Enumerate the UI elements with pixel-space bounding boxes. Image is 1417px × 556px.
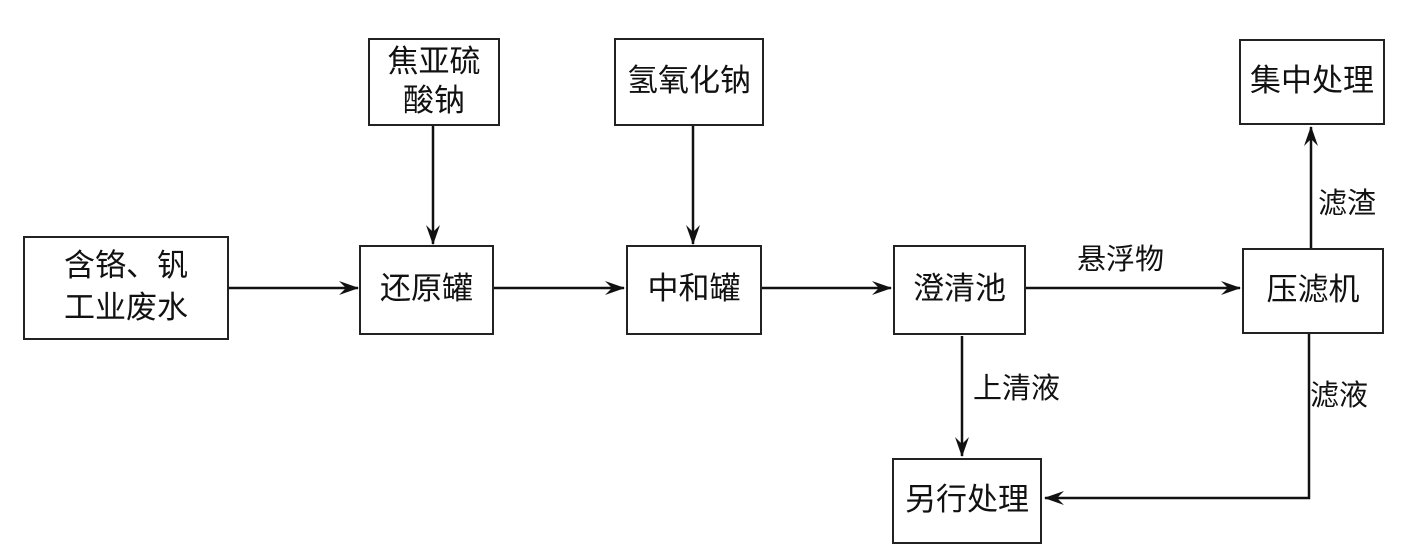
clarifier-box: 澄清池: [893, 245, 1026, 335]
reducer-reagent-line2: 酸钠: [403, 83, 465, 119]
reducer-reagent-box: 焦亚硫 酸钠: [368, 38, 500, 126]
neutralization-tank-box: 中和罐: [626, 245, 762, 335]
neutralization-tank-label: 中和罐: [647, 271, 741, 308]
central-treatment-label: 集中处理: [1250, 63, 1374, 100]
arrow-filter-press-to-other-treatment: [1044, 334, 1311, 505]
central-treatment-box: 集中处理: [1239, 39, 1385, 125]
filter-press-box: 压滤机: [1242, 248, 1384, 334]
reduction-tank-box: 还原罐: [359, 245, 494, 335]
filter-press-label: 压滤机: [1266, 272, 1360, 309]
reducer-reagent-line1: 焦亚硫: [387, 44, 481, 81]
supernatant-label: 上清液: [973, 371, 1061, 405]
wastewater-line1: 含铬、钒: [64, 248, 188, 285]
naoh-label: 氢氧化钠: [627, 63, 751, 100]
naoh-box: 氢氧化钠: [614, 38, 764, 126]
other-treatment-box: 另行处理: [892, 458, 1042, 544]
reduction-tank-label: 还原罐: [380, 271, 473, 308]
suspended-solids-label: 悬浮物: [1077, 242, 1165, 276]
wastewater-box: 含铬、钒 工业废水: [23, 236, 229, 340]
filter-residue-label: 滤渣: [1318, 186, 1377, 220]
wastewater-line2: 工业废水: [64, 290, 188, 326]
filtrate-label: 滤液: [1310, 378, 1369, 412]
clarifier-label: 澄清池: [913, 271, 1006, 308]
other-treatment-label: 另行处理: [905, 482, 1029, 519]
